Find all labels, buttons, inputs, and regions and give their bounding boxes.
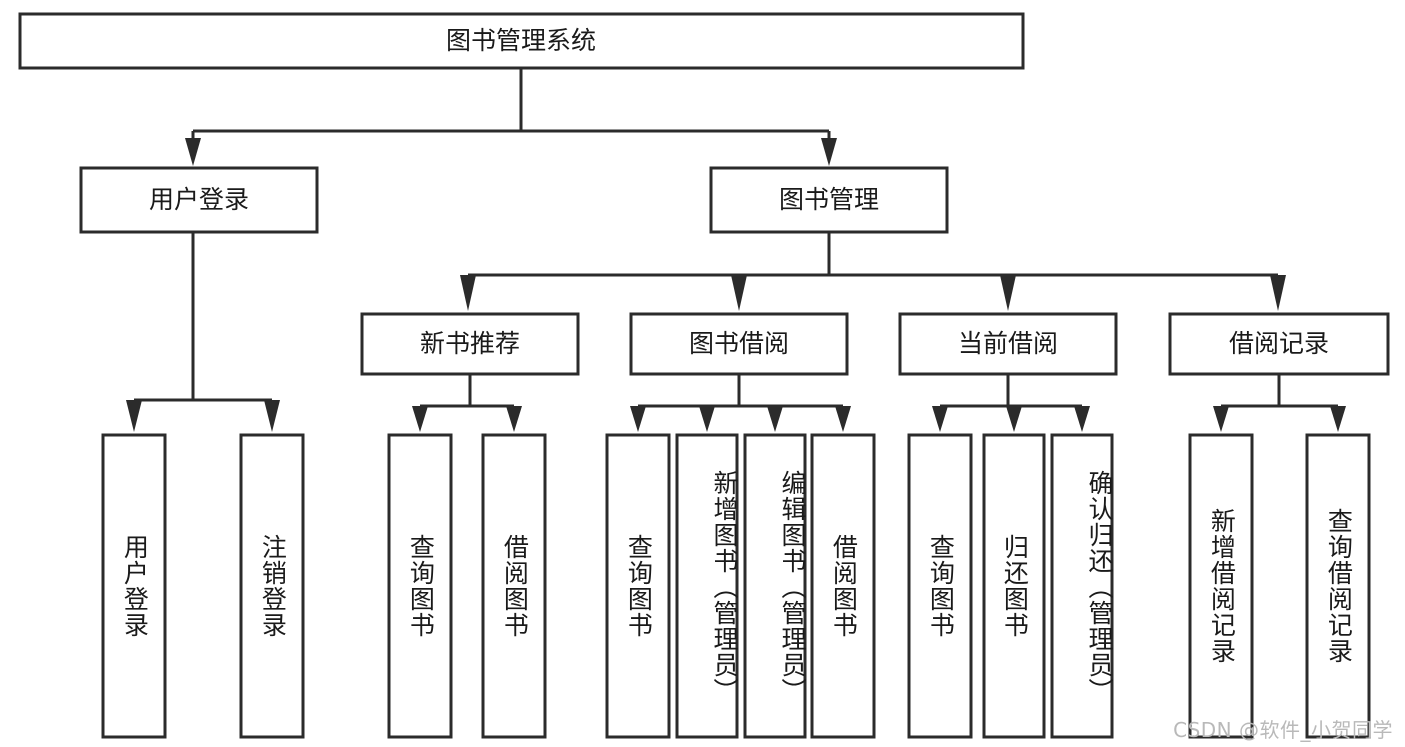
- arrow-to-leaf-query-record: [1330, 406, 1346, 432]
- connector-group-root: [185, 68, 837, 166]
- node-user-login[interactable]: 用户登录: [79, 166, 319, 234]
- arrow-to-leaf-borrow-book-2: [835, 406, 851, 432]
- node-root-box: [18, 12, 1025, 70]
- node-new-book-recommend[interactable]: 新书推荐: [360, 312, 580, 376]
- node-leaf-borrow-book-1-label: 借阅图书: [500, 534, 530, 638]
- node-leaf-edit-book-label: 编辑图书（管理员）: [778, 470, 807, 704]
- arrow-to-leaf-confirm-return: [1074, 406, 1090, 432]
- node-leaf-user-login-box[interactable]: [101, 433, 167, 739]
- node-leaf-query-record-label: 查询借阅记录: [1324, 508, 1354, 664]
- node-leaf-query-book-3-box[interactable]: [907, 433, 973, 739]
- node-leaf-query-book-3-label: 查询图书: [926, 534, 956, 638]
- arrow-to-leaf-user-login: [126, 400, 142, 432]
- arrow-to-leaf-add-record: [1213, 406, 1229, 432]
- node-leaf-query-book-2-label: 查询图书: [624, 534, 654, 638]
- arrow-to-leaf-borrow-book-1: [506, 406, 522, 432]
- node-book-manage-label: 图书管理: [779, 185, 879, 214]
- leaf-boxes: [101, 433, 1371, 739]
- node-book-borrow[interactable]: 图书借阅: [629, 312, 849, 376]
- node-leaf-query-record-box[interactable]: [1305, 433, 1371, 739]
- node-current-borrow-box: [898, 312, 1118, 376]
- node-user-login-box: [79, 166, 319, 234]
- node-current-borrow[interactable]: 当前借阅: [898, 312, 1118, 376]
- node-leaf-edit-book-box[interactable]: [743, 433, 807, 739]
- connector-group-current-borrow: [932, 374, 1090, 432]
- node-borrow-record-label: 借阅记录: [1229, 329, 1329, 358]
- watermark-text: CSDN @软件_小贺同学: [1173, 718, 1393, 742]
- arrow-to-new-book-recommend: [460, 275, 476, 311]
- node-book-manage[interactable]: 图书管理: [709, 166, 949, 234]
- node-borrow-record[interactable]: 借阅记录: [1168, 312, 1390, 376]
- connector-group-user-login: [126, 232, 280, 432]
- arrow-to-borrow-record: [1270, 275, 1286, 311]
- node-user-login-label: 用户登录: [149, 185, 249, 214]
- node-leaf-confirm-return-box[interactable]: [1050, 433, 1114, 739]
- connector-group-new-book-recommend: [412, 374, 522, 432]
- node-leaf-add-book-box[interactable]: [675, 433, 739, 739]
- connector-group-borrow-record: [1213, 374, 1346, 432]
- connector-group-book-manage: [460, 232, 1286, 311]
- node-leaf-borrow-book-2-label: 借阅图书: [829, 534, 859, 638]
- node-borrow-record-box: [1168, 312, 1390, 376]
- node-root[interactable]: 图书管理系统: [18, 12, 1025, 70]
- node-leaf-return-book-box[interactable]: [982, 433, 1046, 739]
- arrow-to-leaf-query-book-2: [630, 406, 646, 432]
- connector-group-book-borrow: [630, 374, 851, 432]
- arrow-to-leaf-query-book-3: [932, 406, 948, 432]
- node-leaf-query-book-1-label: 查询图书: [406, 534, 436, 638]
- node-leaf-add-book-label: 新增图书（管理员）: [710, 470, 739, 704]
- node-leaf-return-book-label: 归还图书: [1000, 534, 1030, 638]
- arrow-to-leaf-add-book: [699, 406, 715, 432]
- node-leaf-confirm-return-label: 确认归还（管理员）: [1085, 470, 1114, 704]
- arrow-to-user-login: [185, 138, 201, 166]
- node-leaf-borrow-book-1-box[interactable]: [481, 433, 547, 739]
- node-leaf-query-book-2-box[interactable]: [605, 433, 671, 739]
- node-book-borrow-box: [629, 312, 849, 376]
- arrow-to-current-borrow: [1000, 275, 1016, 311]
- node-leaf-user-logout-label: 注销登录: [258, 534, 288, 638]
- node-leaf-query-book-1-box[interactable]: [387, 433, 453, 739]
- arrow-to-book-manage: [821, 138, 837, 166]
- node-leaf-borrow-book-2-box[interactable]: [810, 433, 876, 739]
- node-current-borrow-label: 当前借阅: [958, 329, 1058, 358]
- arrow-to-book-borrow: [731, 275, 747, 311]
- arrow-to-leaf-user-logout: [264, 400, 280, 432]
- node-new-book-recommend-label: 新书推荐: [420, 329, 520, 358]
- node-leaf-add-record-box[interactable]: [1188, 433, 1254, 739]
- arrow-to-leaf-query-book-1: [412, 406, 428, 432]
- node-leaf-user-login-label: 用户登录: [120, 534, 150, 638]
- node-new-book-recommend-box: [360, 312, 580, 376]
- node-book-manage-box: [709, 166, 949, 234]
- arrow-to-leaf-return-book: [1006, 406, 1022, 432]
- arrow-to-leaf-edit-book: [767, 406, 783, 432]
- node-root-label: 图书管理系统: [446, 26, 596, 55]
- node-leaf-add-record-label: 新增借阅记录: [1207, 508, 1237, 664]
- node-book-borrow-label: 图书借阅: [689, 329, 789, 358]
- node-leaf-user-logout-box[interactable]: [239, 433, 305, 739]
